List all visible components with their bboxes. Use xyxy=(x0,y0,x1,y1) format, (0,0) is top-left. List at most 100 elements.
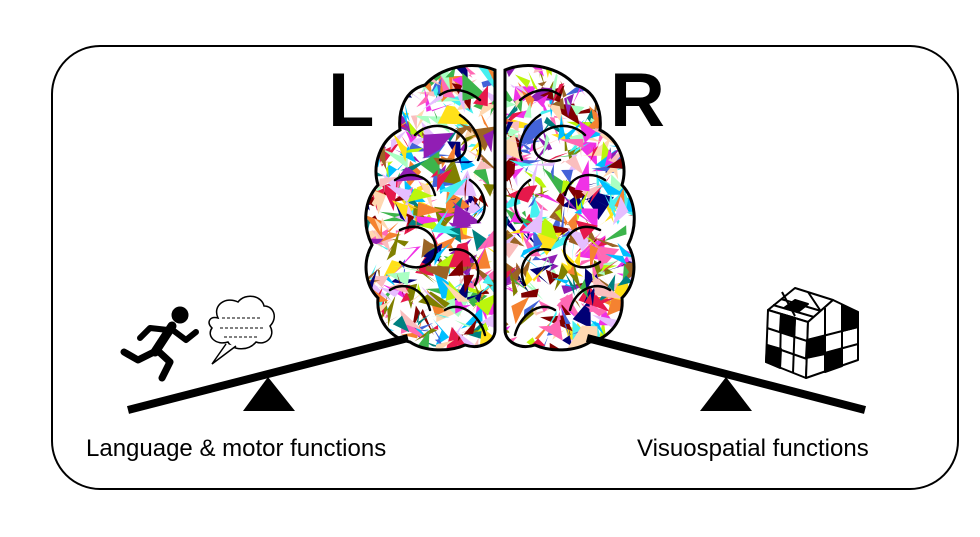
brain-mosaic-tile xyxy=(534,193,561,205)
brain-mosaic-tile xyxy=(576,66,586,87)
brain-mosaic-tile xyxy=(374,241,389,250)
brain-mosaic-tile xyxy=(395,202,406,222)
right-seesaw-fulcrum xyxy=(700,377,752,411)
brain-mosaic-tile xyxy=(429,77,442,99)
brain-mosaic-tile xyxy=(636,213,655,226)
brain-mosaic-tile xyxy=(412,305,434,336)
brain-mosaic-tile xyxy=(639,256,648,261)
brain-mosaic-tile xyxy=(525,165,529,175)
brain-mosaic-tile xyxy=(571,65,589,82)
brain-mosaic-tile xyxy=(365,308,375,328)
brain-mosaic-tile xyxy=(475,240,489,271)
brain-mosaic-tile xyxy=(457,274,466,293)
brain-mosaic-tile xyxy=(584,103,612,130)
brain-mosaic-tile xyxy=(490,186,495,195)
brain-mosaic-tile xyxy=(392,132,407,162)
brain-mosaic-tile xyxy=(540,257,554,282)
brain-mosaic-tile xyxy=(560,307,571,339)
diagram-frame xyxy=(51,45,959,490)
brain-mosaic-tile xyxy=(445,66,456,78)
brain-mosaic-tile xyxy=(519,117,544,148)
brain-mosaic-tile xyxy=(407,188,436,203)
brain-mosaic-tile xyxy=(379,65,388,75)
brain-mosaic-tile xyxy=(535,349,568,350)
left-hemisphere-label: L xyxy=(328,58,374,143)
brain-mosaic-tile xyxy=(564,93,574,117)
brain-mosaic-tile xyxy=(508,167,525,180)
brain-mosaic-tile xyxy=(415,267,441,285)
brain-mosaic-tile xyxy=(393,246,421,276)
brain-mosaic-tile xyxy=(399,353,430,367)
running-person-icon xyxy=(120,306,199,382)
brain-mosaic-tile xyxy=(373,92,399,113)
brain-mosaic-tile xyxy=(596,268,614,292)
brain-mosaic-tile xyxy=(511,65,544,77)
brain-mosaic-tile xyxy=(474,290,483,303)
left-seesaw-icon xyxy=(127,334,409,414)
brain-mosaic-tile xyxy=(520,244,543,258)
brain-mosaic-tile xyxy=(357,309,359,326)
brain-mosaic-tile xyxy=(542,133,550,158)
brain-mosaic-tile xyxy=(410,115,418,131)
brain-mosaic-tile xyxy=(389,65,407,76)
brain-mosaic-tile xyxy=(523,170,547,188)
brain-mosaic-tile xyxy=(555,299,564,323)
brain-mosaic-tile xyxy=(537,81,549,91)
brain-mosaic-tile xyxy=(381,84,407,103)
brain-mosaic-tile xyxy=(574,198,583,215)
brain-mosaic-tile xyxy=(611,146,623,160)
brain-mosaic-tile xyxy=(564,56,586,62)
brain-mosaic-tile xyxy=(372,190,387,215)
brain-mosaic-tile xyxy=(572,302,591,329)
brain-mosaic-tile xyxy=(374,98,387,117)
brain-mosaic-tile xyxy=(597,236,613,247)
brain-mosaic-tile xyxy=(416,115,431,125)
brain-mosaic-tile xyxy=(575,220,598,240)
brain-mosaic-tile xyxy=(533,307,554,316)
brain-mosaic-tile xyxy=(400,309,431,338)
brain-mosaic-tile xyxy=(513,135,532,155)
brain-mosaic-tile xyxy=(392,315,410,333)
brain-mosaic-tile xyxy=(374,307,376,325)
brain-mosaic-tile xyxy=(584,277,596,285)
brain-mosaic-tile xyxy=(479,110,491,132)
brain-mosaic-tile xyxy=(599,297,615,306)
brain-mosaic-tile xyxy=(552,277,574,288)
brain-mosaic-tile xyxy=(565,358,582,372)
brain-mosaic-tile xyxy=(541,156,545,177)
brain-mosaic-tile xyxy=(467,205,487,219)
brain-mosaic-tile xyxy=(412,65,441,71)
brain-mosaic-tile xyxy=(484,245,495,256)
brain-mosaic-tile xyxy=(422,91,444,110)
brain-mosaic-tile xyxy=(365,326,382,344)
brain-mosaic-tile xyxy=(365,223,367,252)
brain-mosaic-tile xyxy=(365,214,383,239)
brain-mosaic-tile xyxy=(505,215,509,230)
brain-mosaic-tile xyxy=(372,283,400,298)
right-seesaw-beam xyxy=(585,334,867,414)
brain-mosaic-tile xyxy=(427,116,456,134)
brain-mosaic-tile xyxy=(370,275,389,288)
brain-mosaic-tile xyxy=(584,65,603,69)
brain-mosaic-tile xyxy=(396,76,411,86)
rubiks-cube-icon xyxy=(765,287,859,379)
brain-mosaic-tile xyxy=(555,65,575,82)
brain-mosaic-tile xyxy=(437,161,458,179)
brain-mosaic-tile xyxy=(453,325,455,350)
brain-mosaic-tile xyxy=(624,261,635,282)
brain-mosaic-tile xyxy=(410,283,435,303)
brain-mosaic-tile xyxy=(508,159,539,176)
brain-mosaic-tile xyxy=(382,348,399,350)
brain-mosaic-tile xyxy=(505,134,521,160)
brain-mosaic-tile xyxy=(499,47,505,52)
brain-mosaic-tile xyxy=(549,83,565,109)
brain-mosaic-tile xyxy=(562,326,572,347)
brain-mosaic-tile xyxy=(527,94,549,108)
brain-mosaic-tile xyxy=(404,126,414,140)
brain-mosaic-tile xyxy=(581,302,609,317)
brain-mosaic-tile xyxy=(421,238,436,259)
brain-mosaic-tile xyxy=(400,51,412,60)
brain-mosaic-tile xyxy=(429,65,451,91)
brain-mosaic-tile xyxy=(519,44,541,65)
brain-mosaic-tile xyxy=(424,88,454,112)
